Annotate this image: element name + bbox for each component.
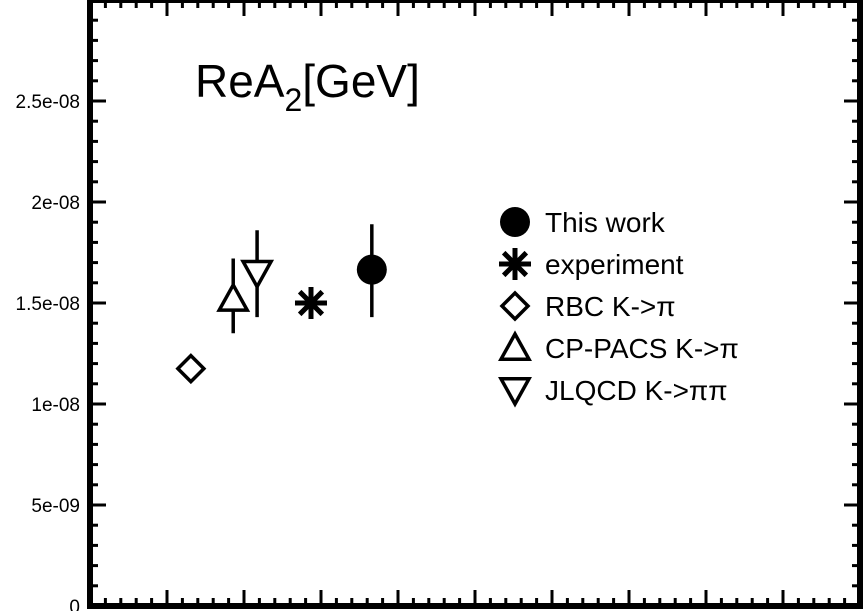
marker-asterisk (499, 248, 531, 280)
marker-open-triangle-down (498, 377, 532, 408)
y-tick-label: 0 (69, 597, 80, 611)
legend-item: JLQCD K->ππ (498, 375, 728, 408)
marker-open-diamond (499, 290, 531, 322)
data-point (240, 230, 275, 318)
data-point (175, 353, 207, 385)
chart-title-subscript: 2 (284, 82, 302, 118)
legend-item: This work (500, 207, 666, 238)
legend-item: CP-PACS K->π (498, 330, 739, 364)
data-points (175, 224, 387, 385)
marker-open-triangle-up (216, 281, 251, 312)
marker-asterisk (294, 287, 327, 319)
asterisk-stroke (297, 289, 325, 317)
y-tick-label: 1.5e-08 (16, 294, 80, 315)
axis-ticks (90, 0, 860, 608)
y-tick-label: 1e-08 (31, 395, 80, 416)
chart-title-base: ReA (195, 55, 285, 107)
legend-label: JLQCD K->ππ (545, 375, 728, 406)
marker-open-diamond (175, 353, 207, 385)
legend-label: CP-PACS K->π (545, 333, 739, 364)
marker-filled-circle (356, 254, 387, 285)
marker-open-triangle-down (240, 259, 275, 291)
data-point (216, 258, 251, 334)
y-tick-label: 2e-08 (31, 193, 80, 214)
legend-item: experiment (499, 248, 684, 280)
chart-title-rest: [GeV] (302, 55, 420, 107)
marker-filled-circle (500, 207, 530, 237)
asterisk-stroke (501, 250, 529, 278)
marker-open-triangle-up (498, 330, 532, 361)
y-tick-labels: 0 5e-09 1e-08 1.5e-08 2e-08 2.5e-08 (16, 92, 80, 611)
legend-label: RBC K->π (545, 291, 676, 322)
y-tick-label: 2.5e-08 (16, 92, 80, 113)
legend-label: experiment (545, 249, 684, 280)
data-point (294, 287, 327, 319)
legend-item: RBC K->π (499, 290, 676, 322)
legend-label: This work (545, 207, 666, 238)
y-tick-label: 5e-09 (31, 496, 80, 517)
data-point (356, 224, 387, 318)
chart-title: ReA2[GeV] (195, 55, 420, 118)
